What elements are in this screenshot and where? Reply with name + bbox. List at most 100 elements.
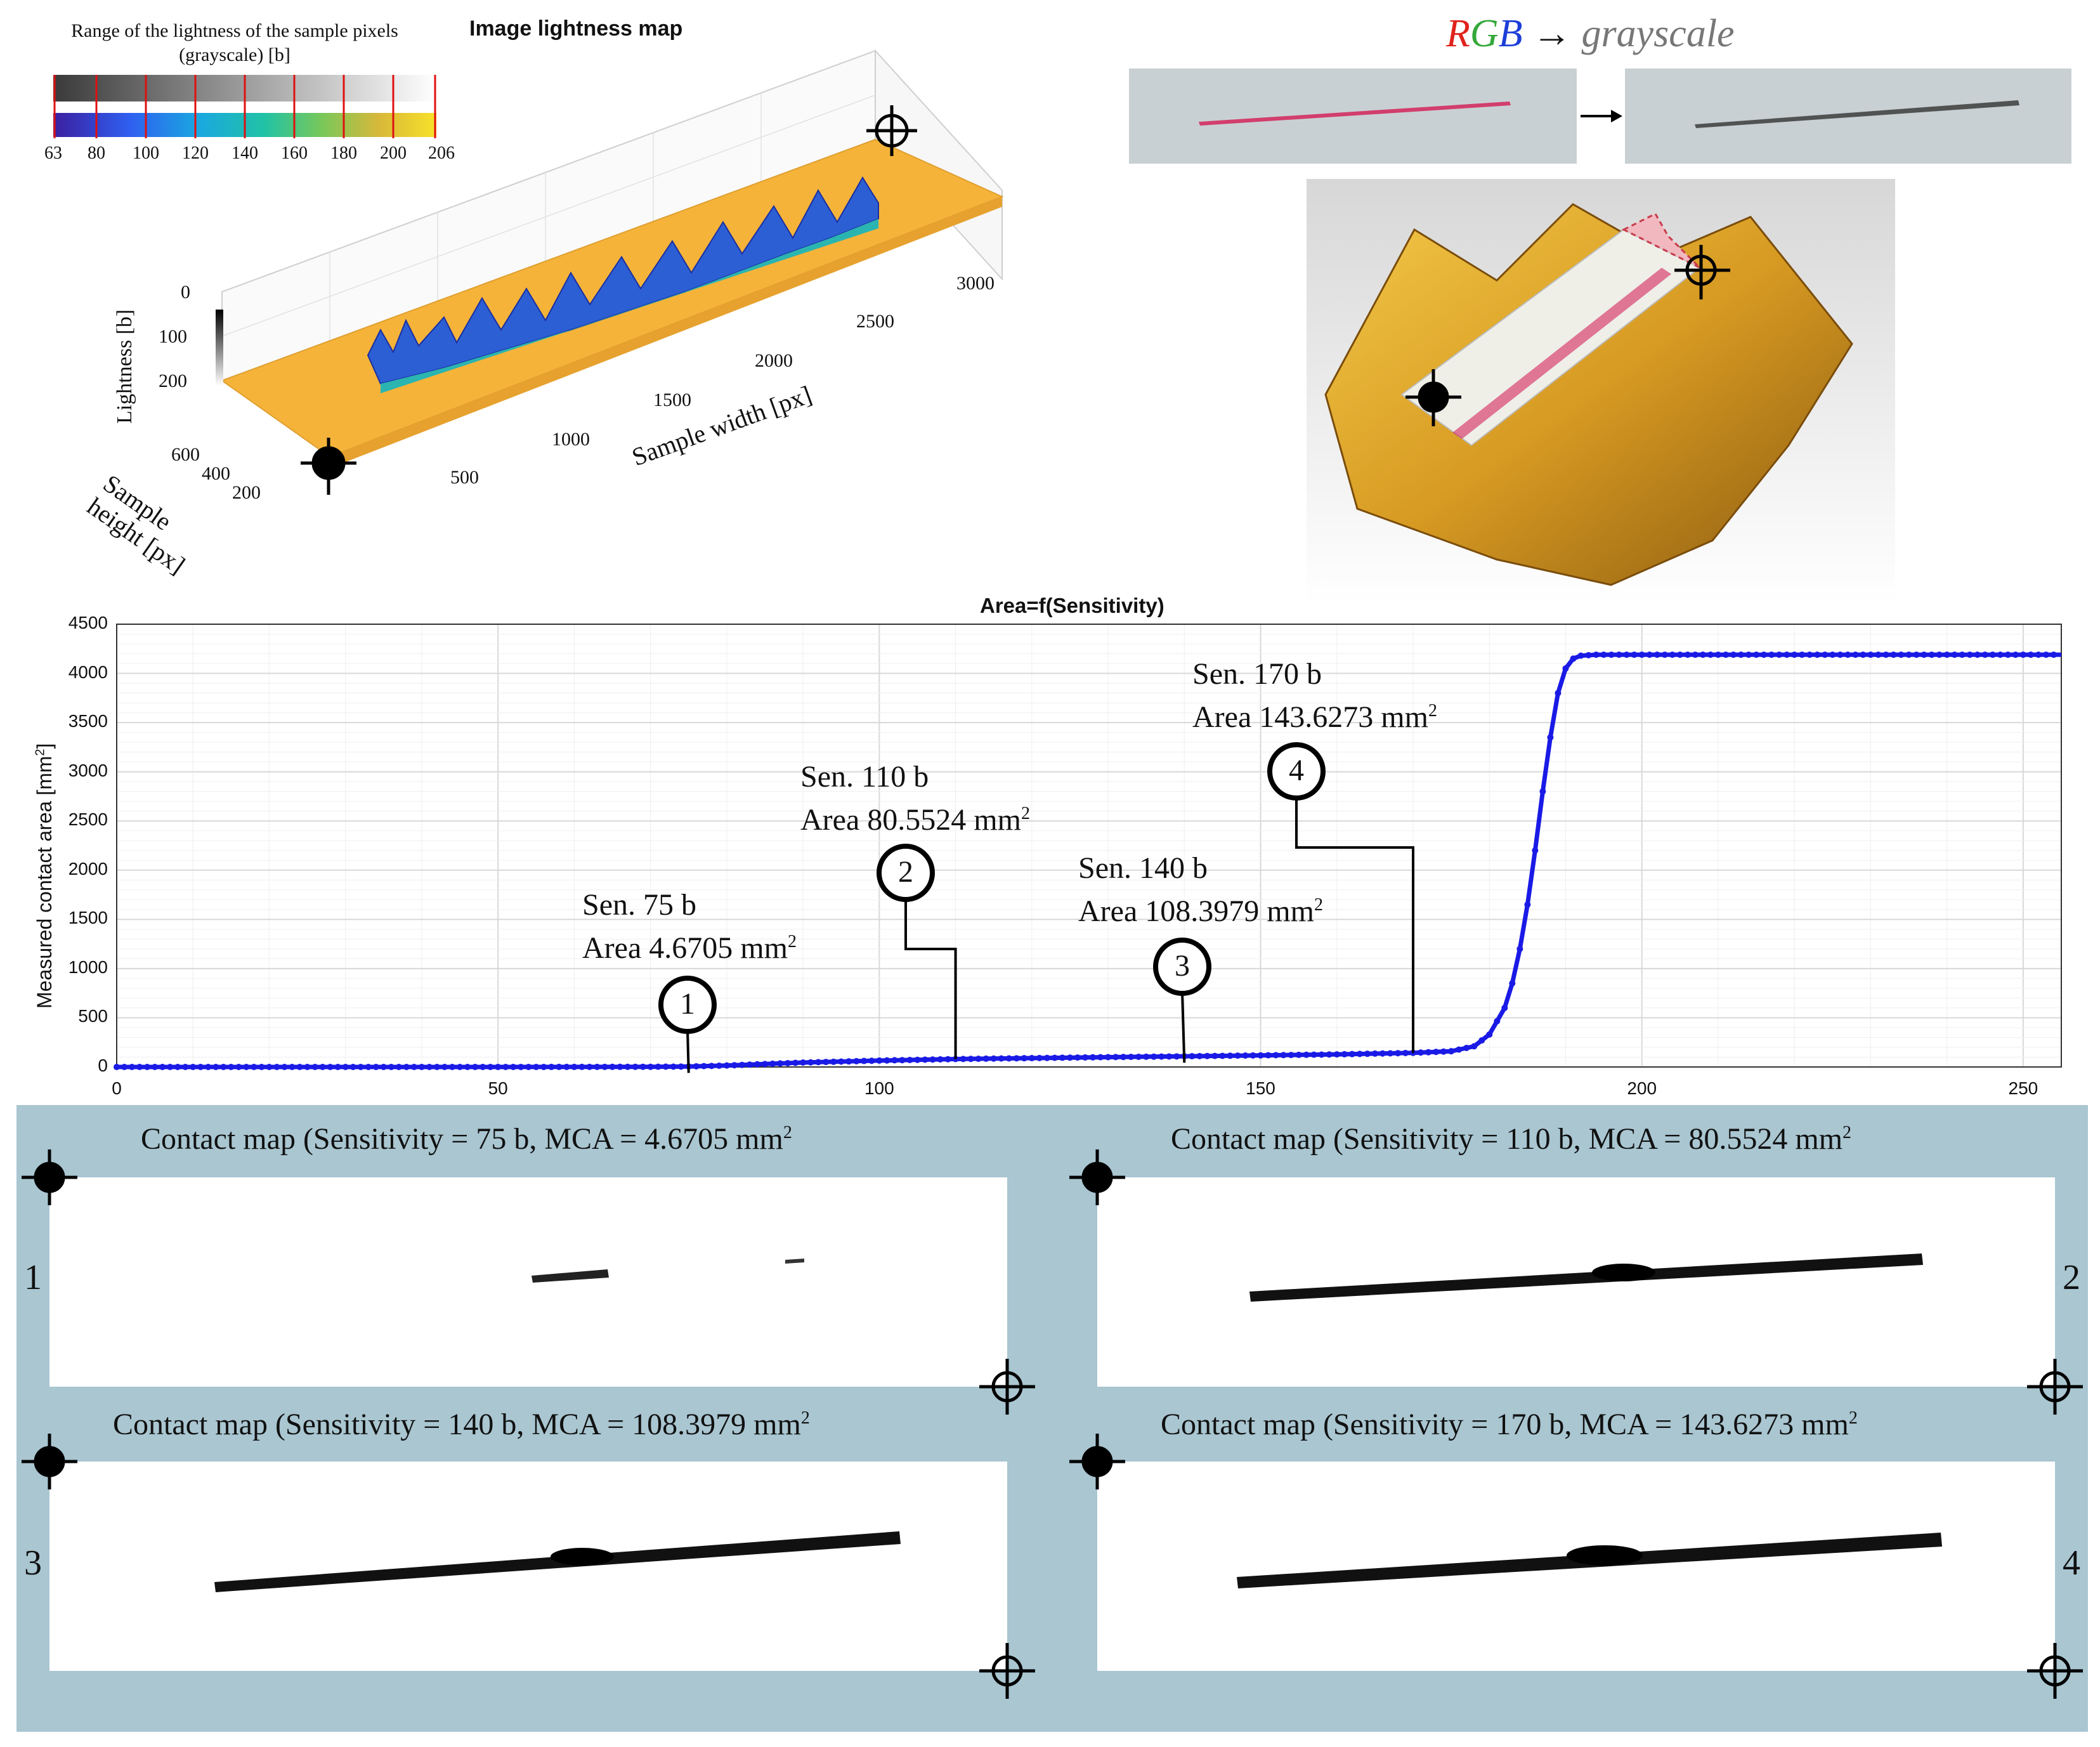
gear-render (1307, 179, 1895, 604)
contact-map-title-text: Contact map (Sensitivity = 170 b, MCA = … (1161, 1408, 1849, 1441)
data-point (1814, 651, 1821, 658)
data-point (1745, 651, 1752, 658)
data-point (823, 1059, 830, 1066)
conversion-title: RGB → grayscale (1446, 11, 1735, 56)
data-point (1776, 651, 1783, 658)
data-point (746, 1061, 753, 1068)
data-point (1143, 1053, 1150, 1060)
data-point (220, 1064, 227, 1070)
colorbar-ticks (53, 75, 436, 138)
colorbar-label: 140 (232, 143, 258, 163)
data-point (1692, 651, 1699, 658)
data-point (1257, 1052, 1264, 1059)
data-point (487, 1063, 494, 1070)
data-point (1509, 980, 1516, 987)
data-point (1730, 651, 1737, 658)
data-point (296, 1064, 303, 1070)
data-point (1646, 651, 1653, 658)
data-point (1303, 1051, 1310, 1058)
area-sensitivity-chart (114, 624, 2062, 1073)
data-point (1684, 651, 1691, 658)
data-point (815, 1059, 822, 1066)
data-point (1418, 1049, 1425, 1056)
data-point (1699, 651, 1706, 658)
data-point (1456, 1046, 1463, 1053)
data-point (235, 1064, 242, 1070)
data-point (647, 1063, 654, 1070)
data-point (929, 1056, 936, 1063)
data-point (1867, 651, 1874, 658)
data-point (944, 1056, 951, 1063)
data-point (601, 1063, 608, 1070)
data-point (1615, 651, 1622, 658)
data-point (518, 1063, 525, 1070)
data-point (1310, 1051, 1317, 1058)
rgb-sample-photo (1129, 69, 1577, 164)
colorbar-title: Range of the lightness of the sample pix… (25, 19, 444, 67)
data-point (655, 1063, 662, 1070)
data-point (1898, 651, 1905, 658)
data-point (1433, 1049, 1440, 1056)
colorbar-title-line2: (grayscale) [b] (179, 44, 290, 65)
x-tick: 1000 (552, 429, 590, 450)
data-point (1707, 651, 1714, 658)
data-point (1928, 651, 1935, 658)
contact-map-crosshairs (22, 1149, 2083, 1699)
z-tick: 200 (159, 370, 187, 391)
contact-maps-panel: Contact map (Sensitivity = 75 b, MCA = 4… (16, 1105, 2088, 1732)
data-point (838, 1058, 845, 1065)
contact-map-title-text: Contact map (Sensitivity = 75 b, MCA = 4… (141, 1122, 783, 1156)
data-point (479, 1063, 486, 1070)
data-point (1341, 1050, 1348, 1057)
data-point (1959, 651, 1966, 658)
data-point (1486, 1031, 1493, 1038)
data-point (830, 1058, 837, 1065)
data-point (1921, 651, 1927, 658)
data-point (1494, 1017, 1501, 1024)
crosshair-icon (1674, 245, 1730, 299)
data-point (1219, 1052, 1226, 1059)
data-point (906, 1056, 913, 1063)
colorbar-label: 200 (380, 143, 407, 163)
colorbar-label: 63 (44, 143, 62, 163)
annotation-leader (686, 1030, 690, 1073)
data-point (136, 1064, 143, 1070)
data-point (1638, 651, 1645, 658)
data-point (548, 1063, 555, 1070)
data-point (861, 1057, 868, 1064)
data-point (1829, 651, 1836, 658)
data-point (319, 1064, 326, 1070)
data-point (1676, 651, 1683, 658)
data-point (1386, 1050, 1393, 1057)
data-point (1272, 1052, 1279, 1059)
data-point (1653, 651, 1660, 658)
data-point (1227, 1052, 1234, 1059)
contact-map-title-sup: 2 (1848, 1408, 1858, 1428)
data-point (1585, 651, 1592, 658)
annotation-leader (1181, 991, 1186, 1063)
data-point (1608, 651, 1615, 658)
data-point (1036, 1054, 1043, 1061)
data-point (563, 1063, 570, 1070)
annotation-marker (658, 976, 717, 1034)
data-point (388, 1064, 395, 1070)
z-tick: 100 (159, 326, 187, 347)
y-tick: 200 (232, 482, 261, 503)
contact-map-number: 2 (2063, 1258, 2080, 1297)
chart-title: Area=f(Sensitivity) (980, 594, 1164, 617)
data-point (1196, 1052, 1203, 1059)
data-point (1570, 655, 1577, 662)
data-point (2027, 651, 2034, 658)
data-point (609, 1063, 616, 1070)
data-point (1242, 1052, 1249, 1059)
contact-map-number: 1 (24, 1258, 42, 1297)
annotation-marker (877, 844, 935, 902)
data-point (174, 1064, 181, 1070)
contact-map-title-sup: 2 (800, 1408, 810, 1428)
data-point (1066, 1054, 1073, 1061)
data-point (1249, 1052, 1256, 1059)
data-point (1890, 651, 1897, 658)
data-point (357, 1064, 364, 1070)
data-point (114, 1064, 120, 1070)
data-point (349, 1064, 356, 1070)
